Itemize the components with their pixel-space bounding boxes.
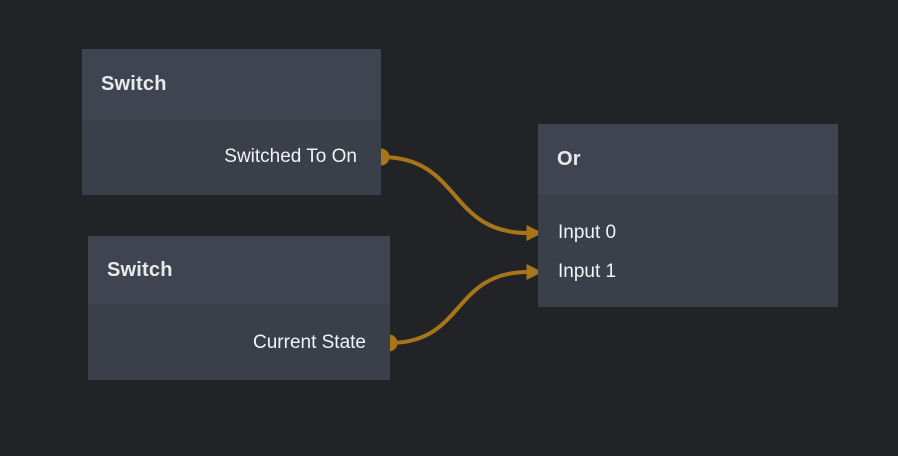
connection-wire	[388, 264, 543, 345]
node-header[interactable]: Or	[538, 124, 838, 195]
node-title: Switch	[101, 73, 167, 95]
output-port-row-switched-to-on[interactable]: Switched To On	[82, 142, 381, 172]
node-body: Switched To On	[82, 120, 381, 195]
node-title: Switch	[107, 258, 173, 281]
output-port-label: Switched To On	[224, 146, 357, 167]
connection-wire	[380, 155, 543, 241]
node-body: Input 0 Input 1	[538, 195, 838, 307]
output-port-row-current-state[interactable]: Current State	[88, 328, 390, 358]
input-port-label: Input 1	[558, 261, 617, 282]
node-body: Current State	[88, 304, 390, 380]
node-header[interactable]: Switch	[82, 49, 381, 120]
input-port-row-input-1[interactable]: Input 1	[538, 257, 838, 287]
node-header[interactable]: Switch	[88, 236, 390, 304]
input-port-row-input-0[interactable]: Input 0	[538, 218, 838, 248]
output-port-label: Current State	[253, 332, 366, 353]
node-switch-bottom[interactable]: Switch Current State	[88, 236, 390, 380]
node-or[interactable]: Or Input 0 Input 1	[538, 124, 838, 307]
node-switch-top[interactable]: Switch Switched To On	[82, 49, 381, 195]
input-port-label: Input 0	[558, 222, 617, 243]
node-title: Or	[557, 148, 581, 170]
